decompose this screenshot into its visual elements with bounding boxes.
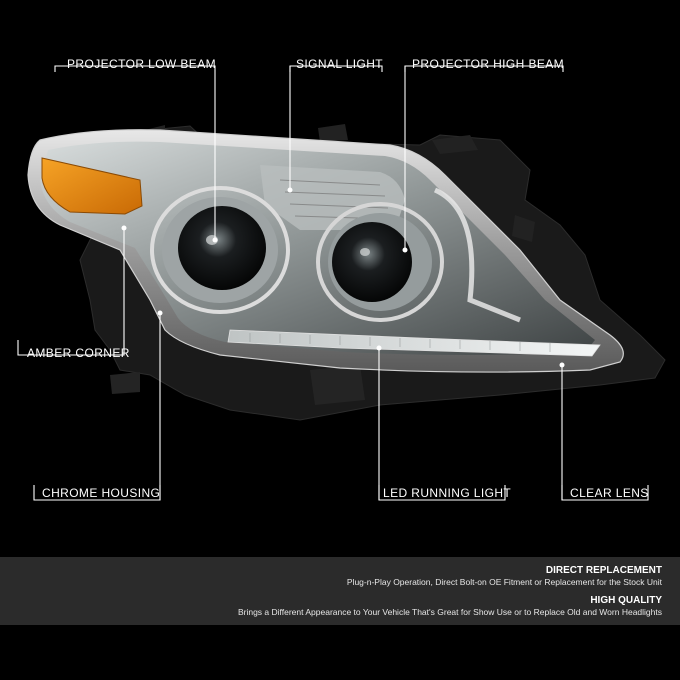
high-beam-projector (316, 202, 444, 322)
callout-projector-low-beam: PROJECTOR LOW BEAM (67, 57, 216, 71)
callout-signal-light: SIGNAL LIGHT (296, 57, 384, 71)
callout-amber-corner: AMBER CORNER (27, 346, 130, 360)
feature-description-high-quality: Brings a Different Appearance to Your Ve… (237, 607, 662, 617)
callout-projector-high-beam: PROJECTOR HIGH BEAM (412, 57, 565, 71)
callout-clear-lens: CLEAR LENS (570, 486, 649, 500)
led-running-light-bar (227, 329, 601, 357)
feature-description-direct-replacement: Plug-n-Play Operation, Direct Bolt-on OE… (346, 577, 662, 587)
feature-title-high-quality: HIGH QUALITY (590, 595, 662, 606)
amber-corner (41, 157, 143, 215)
callout-lines (17, 65, 649, 501)
callout-led-running-light: LED RUNNING LIGHT (383, 486, 512, 500)
feature-info-panel: DIRECT REPLACEMENT Plug-n-Play Operation… (0, 557, 680, 625)
low-beam-projector (150, 186, 290, 314)
feature-title-direct-replacement: DIRECT REPLACEMENT (545, 565, 662, 576)
callout-chrome-housing: CHROME HOUSING (42, 486, 161, 500)
